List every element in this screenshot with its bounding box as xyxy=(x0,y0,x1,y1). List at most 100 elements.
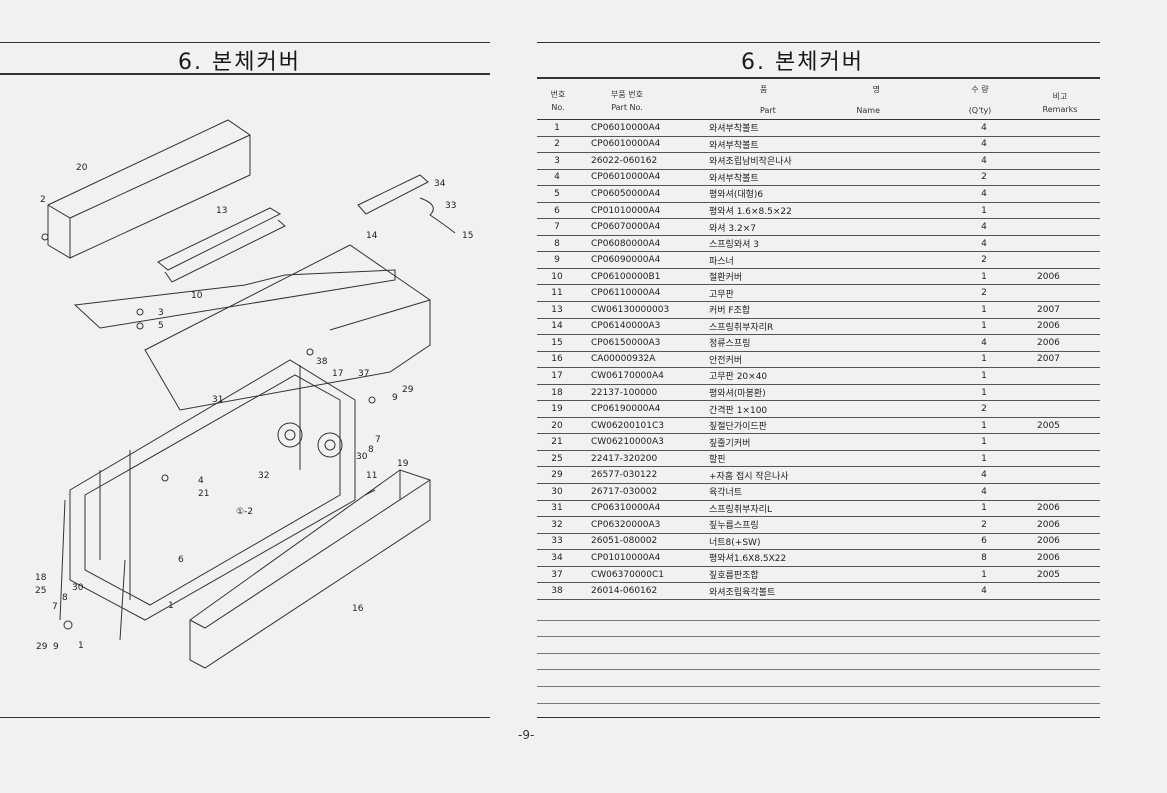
callout-17: 17 xyxy=(332,369,343,379)
part-11 xyxy=(364,489,376,496)
cell-no: 2 xyxy=(537,136,577,154)
left-title-top-rule xyxy=(0,42,490,43)
header-qty: 수 량 (Q'ty) xyxy=(968,85,992,115)
cell-qty: 4 xyxy=(949,218,1019,236)
cell-qty: 2 xyxy=(949,400,1019,418)
part-13-bracket xyxy=(157,207,286,283)
cell-no: 31 xyxy=(537,500,577,518)
callout-15: 15 xyxy=(462,231,473,241)
cell-part-code: CP06010000A4 xyxy=(577,120,709,137)
callout-7b: 7 xyxy=(52,602,58,612)
cell-no: 8 xyxy=(537,235,577,253)
cell-qty: 1 xyxy=(949,367,1019,385)
cell-no: 17 xyxy=(537,367,577,385)
cell-part-name: 간격판 1×100 xyxy=(709,400,949,418)
cell-part-code: CP06150000A3 xyxy=(577,334,709,352)
cell-qty: 4 xyxy=(949,334,1019,352)
callout-11: 11 xyxy=(366,471,377,481)
cell-qty: 4 xyxy=(949,152,1019,170)
washer-5 xyxy=(136,322,144,330)
part-10-plate xyxy=(73,269,396,329)
cell-remark xyxy=(1019,400,1100,418)
callout-9a: 9 xyxy=(392,393,398,403)
cell-part-name: 할핀 xyxy=(709,450,949,468)
cell-qty: 4 xyxy=(949,120,1019,137)
cell-part-name: 안전커버 xyxy=(709,351,949,369)
cell-remark xyxy=(1019,185,1100,203)
bolt-38 xyxy=(306,348,314,356)
callout-29b: 29 xyxy=(36,642,48,652)
cell-part-code: CP06110000A4 xyxy=(577,284,709,303)
cell-part-code: CW06200101C3 xyxy=(577,417,709,435)
bolt-4 xyxy=(161,474,169,482)
cell-part-name: 짚절단가이드판 xyxy=(709,417,949,435)
cell-part-code: CP06050000A4 xyxy=(577,185,709,203)
cell-qty: 1 xyxy=(949,202,1019,220)
cell-part-name: 스프링취부자리L xyxy=(709,500,949,518)
cell-part-code: 26014-060162 xyxy=(577,582,709,600)
cell-part-name: 스프링취부자리R xyxy=(709,318,949,336)
cell-qty: 1 xyxy=(949,318,1019,336)
cell-remark xyxy=(1019,152,1100,170)
cell-part-code: CA00000932A xyxy=(577,351,709,369)
callout-18: 18 xyxy=(35,573,47,583)
cell-no: 6 xyxy=(537,202,577,220)
left-page-title: 6. 본체커버 xyxy=(178,50,301,75)
cell-qty: 1 xyxy=(949,351,1019,369)
cell-no: 3 xyxy=(537,152,577,170)
cell-no: 14 xyxy=(537,318,577,336)
cell-remark xyxy=(1019,251,1100,269)
cell-no: 9 xyxy=(537,251,577,269)
bolt-3 xyxy=(136,308,144,316)
cell-remark: 2007 xyxy=(1019,301,1100,319)
part-14-bracket xyxy=(357,174,429,215)
cell-part-name: 육각너트 xyxy=(709,483,949,501)
callout-32: 32 xyxy=(258,471,269,481)
cell-part-name: 와셔조립남비작은나사 xyxy=(709,152,949,170)
cell-qty: 1 xyxy=(949,566,1019,584)
cell-no: 11 xyxy=(537,284,577,303)
cell-part-code: 26577-030122 xyxy=(577,466,709,485)
cell-part-code: CW06170000A4 xyxy=(577,367,709,385)
cell-no: 7 xyxy=(537,218,577,236)
part-16-front-cover xyxy=(189,469,431,669)
right-title-bottom-rule xyxy=(537,77,1100,79)
cell-remark: 2005 xyxy=(1019,566,1100,584)
callout-10: 10 xyxy=(191,291,203,301)
cell-qty: 8 xyxy=(949,549,1019,567)
cell-qty: 2 xyxy=(949,516,1019,534)
callout-20: 20 xyxy=(76,163,88,173)
callout-31: 31 xyxy=(212,395,223,405)
callout-21: 21 xyxy=(198,489,209,499)
cell-part-code: CP06070000A4 xyxy=(577,218,709,236)
cell-part-name: 평와셔(대형)6 xyxy=(709,185,949,203)
cell-remark: 2006 xyxy=(1019,334,1100,352)
cell-no: 21 xyxy=(537,433,577,451)
blank-table-rows xyxy=(537,604,1100,704)
right-title-top-rule xyxy=(537,42,1100,43)
cell-no: 1 xyxy=(537,120,577,137)
cell-no: 15 xyxy=(537,334,577,352)
cell-part-name: 평와셔(마봉환) xyxy=(709,384,949,402)
cell-remark: 2005 xyxy=(1019,417,1100,435)
callout-5: 5 xyxy=(158,321,164,331)
cell-remark: 2006 xyxy=(1019,500,1100,518)
cell-part-code: CW06210000A3 xyxy=(577,433,709,451)
cell-remark: 2006 xyxy=(1019,516,1100,534)
callout-6: 6 xyxy=(178,555,184,565)
